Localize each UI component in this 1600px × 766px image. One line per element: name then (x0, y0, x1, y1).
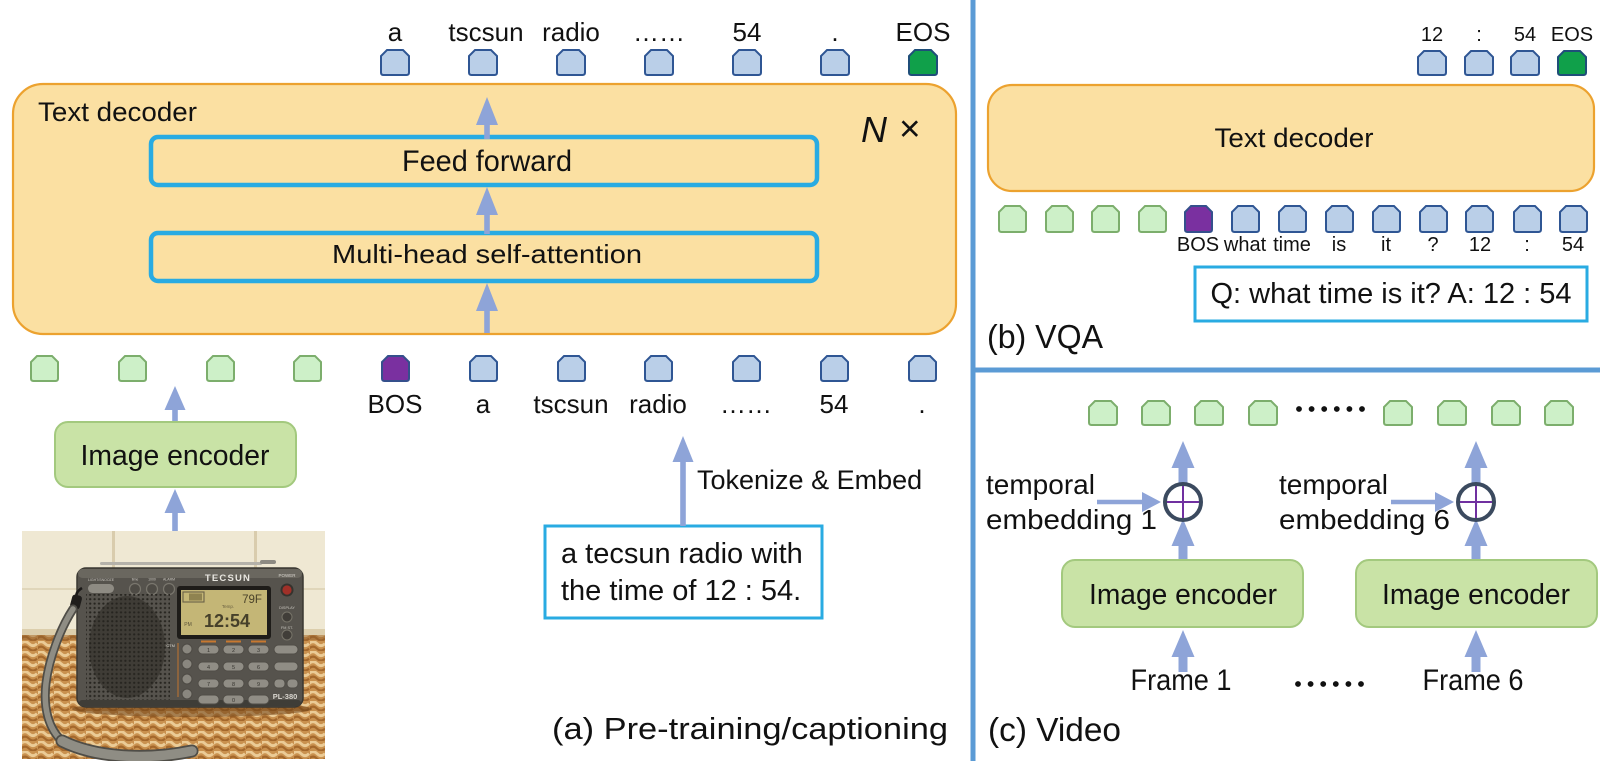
svg-text:tscsun: tscsun (533, 389, 608, 419)
svg-text:(c) Video: (c) Video (988, 711, 1121, 748)
svg-text:POWER: POWER (278, 573, 296, 578)
svg-text:FM ST.: FM ST. (281, 626, 293, 630)
svg-text:(a) Pre-training/captioning: (a) Pre-training/captioning (552, 711, 948, 746)
svg-text:7: 7 (207, 682, 210, 688)
svg-text:1000: 1000 (148, 578, 156, 582)
svg-text:a: a (476, 389, 491, 419)
svg-text:12:54: 12:54 (204, 611, 250, 631)
svg-text:Image encoder: Image encoder (1382, 579, 1570, 611)
svg-text:.: . (918, 389, 925, 419)
svg-text::: : (1476, 24, 1482, 46)
svg-text:54: 54 (820, 389, 849, 419)
svg-text:EOS: EOS (896, 17, 951, 47)
svg-text:?: ? (1427, 234, 1438, 256)
svg-text:Q: what time is it? A: 12 : 54: Q: what time is it? A: 12 : 54 (1210, 278, 1571, 310)
svg-text:is: is (1332, 234, 1346, 256)
svg-text:a tecsun radio with: a tecsun radio with (561, 538, 803, 570)
svg-text:PL-380: PL-380 (273, 692, 298, 701)
svg-text:Text decoder: Text decoder (1215, 123, 1374, 153)
svg-text:tscsun: tscsun (448, 17, 523, 47)
svg-text:N: N (861, 109, 888, 150)
svg-text:5: 5 (232, 665, 235, 671)
svg-text:temporal: temporal (1279, 469, 1388, 500)
svg-text:Tokenize & Embed: Tokenize & Embed (697, 465, 922, 495)
svg-text:it: it (1381, 234, 1391, 256)
svg-text:54: 54 (1562, 234, 1584, 256)
svg-text:Multi-head self-attention: Multi-head self-attention (332, 239, 642, 269)
svg-text:3: 3 (257, 648, 260, 654)
svg-text:×: × (899, 108, 921, 149)
svg-text:embedding 6: embedding 6 (1279, 504, 1450, 535)
svg-text:Image encoder: Image encoder (81, 440, 270, 472)
svg-text:(b) VQA: (b) VQA (987, 318, 1103, 355)
svg-text:time: time (132, 578, 139, 582)
svg-text:Temp.: Temp. (222, 604, 234, 609)
svg-text:CTM: CTM (166, 643, 175, 648)
svg-text:6: 6 (257, 665, 260, 671)
svg-text:temporal: temporal (986, 469, 1095, 500)
svg-text:EOS: EOS (1551, 24, 1593, 46)
svg-text:.: . (831, 17, 838, 47)
svg-text:8: 8 (232, 682, 235, 688)
svg-text:time: time (1273, 234, 1311, 256)
svg-text:54: 54 (1514, 24, 1536, 46)
svg-text::: : (1524, 234, 1530, 256)
svg-text:radio: radio (542, 17, 600, 47)
svg-text:4: 4 (207, 665, 210, 671)
svg-text:a: a (388, 17, 403, 47)
svg-text:DISPLAY: DISPLAY (279, 606, 295, 610)
svg-text:0: 0 (232, 698, 235, 704)
svg-text:the time of 12 : 54.: the time of 12 : 54. (561, 575, 801, 607)
svg-text:TECSUN: TECSUN (205, 573, 251, 584)
svg-text:12: 12 (1421, 24, 1443, 46)
svg-text:Frame 1: Frame 1 (1131, 664, 1232, 697)
svg-text:54: 54 (733, 17, 762, 47)
svg-text:Feed forward: Feed forward (402, 145, 572, 178)
svg-text:……: …… (633, 17, 685, 47)
svg-text:……: …… (720, 389, 772, 419)
svg-text:ALARM: ALARM (163, 578, 175, 582)
svg-text:radio: radio (629, 389, 687, 419)
svg-text:9: 9 (257, 682, 260, 688)
svg-text:12: 12 (1469, 234, 1491, 256)
svg-text:2: 2 (232, 648, 235, 654)
svg-text:Image encoder: Image encoder (1089, 579, 1277, 611)
svg-text:embedding 1: embedding 1 (986, 504, 1157, 535)
svg-text:what: what (1223, 234, 1267, 256)
svg-text:BOS: BOS (1177, 234, 1219, 256)
svg-text:PM: PM (184, 622, 192, 628)
svg-text:Text decoder: Text decoder (38, 97, 197, 127)
svg-text:1: 1 (207, 648, 210, 654)
svg-text:BOS: BOS (368, 389, 423, 419)
svg-text:Frame 6: Frame 6 (1423, 664, 1524, 697)
svg-text:79F: 79F (242, 594, 262, 606)
svg-text:LIGHT/SNOOZE: LIGHT/SNOOZE (88, 578, 115, 582)
